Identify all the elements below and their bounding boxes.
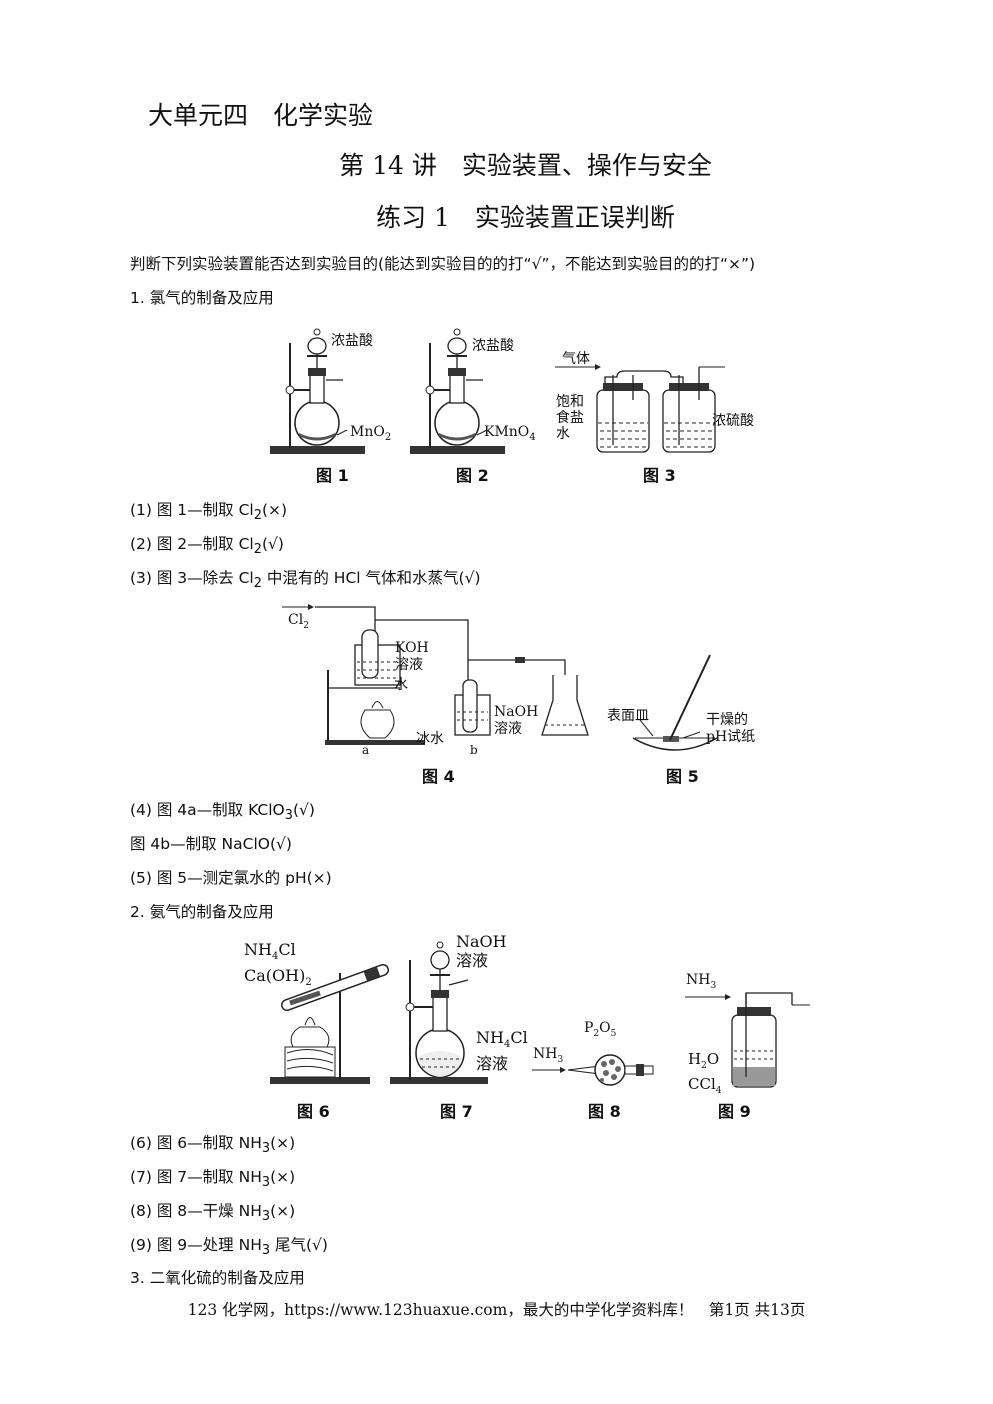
fig8-nh3-label: NH3 bbox=[533, 1046, 564, 1065]
section-2-heading: 2. 氨气的制备及应用 bbox=[130, 903, 274, 921]
figure-9-caption: 图 9 bbox=[718, 1102, 751, 1121]
fig1-acid-label: 浓盐酸 bbox=[331, 333, 373, 349]
exercise-title: 练习 1 实验装置正误判断 bbox=[376, 203, 675, 232]
figure-8-diagram bbox=[532, 1054, 654, 1086]
figure-6-caption: 图 6 bbox=[297, 1102, 330, 1121]
fig2-solid-label: KMnO4 bbox=[484, 424, 536, 443]
fig4-b-label: b bbox=[470, 743, 478, 757]
fig1-solid-label: MnO2 bbox=[350, 424, 392, 443]
item-8: (8) 图 8—干燥 NH3(×) bbox=[130, 1202, 296, 1225]
item-4b: 图 4b—制取 NaClO(√) bbox=[130, 835, 292, 853]
section-3-heading: 3. 二氧化硫的制备及应用 bbox=[130, 1269, 305, 1287]
figure-4-diagram bbox=[282, 604, 589, 745]
figure-7-diagram bbox=[390, 941, 488, 1084]
figure-8-caption: 图 8 bbox=[588, 1102, 621, 1121]
fig3-gas-label: 气体 bbox=[562, 351, 590, 367]
section-1-heading: 1. 氯气的制备及应用 bbox=[130, 289, 274, 307]
fig4-cl2-label: Cl2 bbox=[288, 612, 309, 631]
alcohol-lamp bbox=[290, 1026, 330, 1048]
fig3-acid-label: 浓硫酸 bbox=[712, 413, 754, 429]
fig2-acid-label: 浓盐酸 bbox=[472, 338, 514, 354]
figure-3-caption: 图 3 bbox=[643, 466, 676, 485]
figure-9-diagram bbox=[685, 992, 810, 1088]
figure-7-caption: 图 7 bbox=[440, 1102, 473, 1121]
unit-title: 大单元四 化学实验 bbox=[148, 101, 374, 130]
figure-1-diagram bbox=[270, 328, 365, 454]
item-4: (4) 图 4a—制取 KClO3(√) bbox=[130, 801, 315, 824]
conical-flask bbox=[541, 675, 589, 736]
stand-base bbox=[270, 446, 365, 454]
watch-glass bbox=[632, 737, 718, 751]
item-7: (7) 图 7—制取 NH3(×) bbox=[130, 1168, 296, 1191]
item-3: (3) 图 3—除去 Cl2 中混有的 HCl 气体和水蒸气(√) bbox=[130, 569, 481, 592]
figure-2-caption: 图 2 bbox=[456, 466, 489, 485]
figure-6-diagram bbox=[270, 964, 389, 1084]
lecture-title: 第 14 讲 实验装置、操作与安全 bbox=[339, 151, 712, 180]
fig3-brine-label: 饱和食盐水 bbox=[556, 394, 584, 442]
fig5-dish-label: 表面皿 bbox=[607, 708, 649, 724]
wash-bottle-1 bbox=[596, 389, 650, 453]
separatory-funnel bbox=[307, 337, 327, 355]
fig8-p2o5-label: P2O5 bbox=[584, 1020, 617, 1039]
item-9: (9) 图 9—处理 NH3 尾气(√) bbox=[130, 1236, 328, 1259]
fig4-ice-label: 冰水 bbox=[416, 731, 444, 747]
figure-1-caption: 图 1 bbox=[316, 466, 349, 485]
fig4-a-label: a bbox=[362, 743, 370, 757]
fig4-water-label: 水 bbox=[394, 677, 408, 693]
glass-rod bbox=[669, 654, 711, 741]
separatory-funnel bbox=[447, 337, 467, 355]
intro-text: 判断下列实验装置能否达到实验目的(能达到实验目的的打“√”，不能达到实验目的的打… bbox=[130, 255, 756, 273]
figure-4-caption: 图 4 bbox=[422, 767, 455, 786]
item-6: (6) 图 6—制取 NH3(×) bbox=[130, 1134, 296, 1157]
figure-5-diagram bbox=[632, 654, 718, 751]
page-footer: 123 化学网，https://www.123huaxue.com，最大的中学化… bbox=[187, 1301, 806, 1319]
separatory-funnel bbox=[430, 950, 450, 970]
fig9-nh3-label: NH3 bbox=[686, 972, 717, 991]
figure-2-diagram bbox=[410, 328, 505, 454]
figure-5-caption: 图 5 bbox=[666, 767, 699, 786]
item-5: (5) 图 5—测定氯水的 pH(×) bbox=[130, 869, 332, 887]
wash-bottle-2 bbox=[662, 389, 716, 453]
figure-3-diagram bbox=[555, 364, 725, 453]
item-1: (1) 图 1—制取 Cl2(×) bbox=[130, 501, 288, 524]
item-2: (2) 图 2—制取 Cl2(√) bbox=[130, 535, 284, 558]
